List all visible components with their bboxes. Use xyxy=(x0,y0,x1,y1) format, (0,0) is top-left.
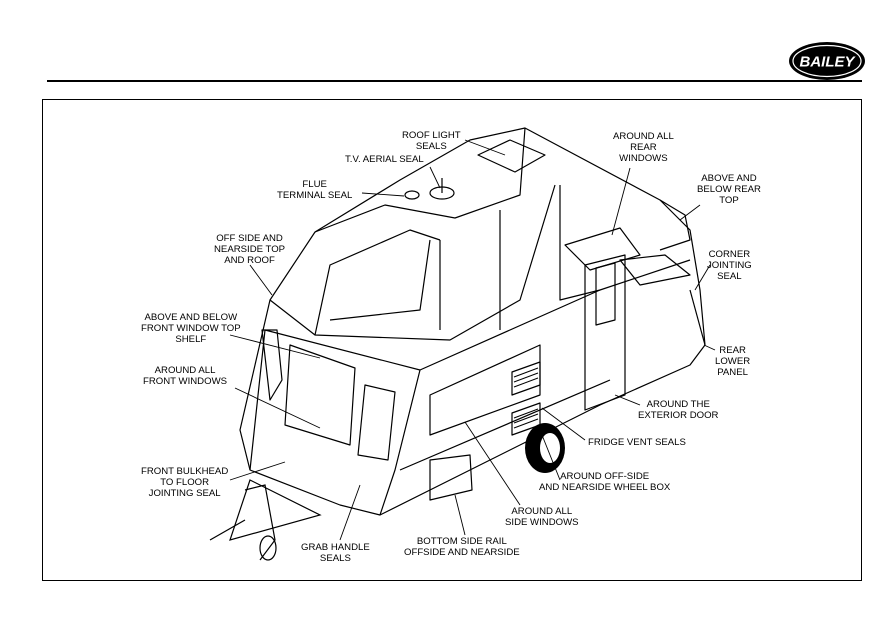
label-fridge-vent-seals: FRIDGE VENT SEALS xyxy=(588,437,686,448)
label-tv-aerial-seal: T.V. AERIAL SEAL xyxy=(345,154,424,165)
label-off-side-roof: OFF SIDE AND NEARSIDE TOP AND ROOF xyxy=(214,233,286,267)
label-wheel-box: AROUND OFF-SIDE AND NEARSIDE WHEEL BOX xyxy=(539,471,671,494)
leader-lines xyxy=(229,139,716,541)
vent-slats xyxy=(513,367,539,429)
label-front-bulkhead: FRONT BULKHEAD TO FLOOR JOINTING SEAL xyxy=(141,466,229,500)
label-above-below-rear-top: ABOVE AND BELOW REAR TOP xyxy=(697,173,761,207)
label-around-front-windows: AROUND ALL FRONT WINDOWS xyxy=(143,365,228,388)
label-grab-handle-seals: GRAB HANDLE SEALS xyxy=(301,542,370,565)
diagram-frame xyxy=(42,99,862,581)
label-rear-lower-panel: REAR LOWER PANEL xyxy=(715,345,751,379)
label-flue-terminal-seal: FLUE TERMINAL SEAL xyxy=(277,179,353,202)
bailey-logo: BAILEY xyxy=(789,42,865,80)
label-bottom-side-rail: BOTTOM SIDE RAIL OFFSIDE AND NEARSIDE xyxy=(404,536,520,559)
header-rule xyxy=(47,80,862,82)
logo-text: BAILEY xyxy=(799,54,856,71)
label-around-rear-windows: AROUND ALL REAR WINDOWS xyxy=(613,131,674,165)
wheel xyxy=(525,423,565,473)
label-around-exterior-door: AROUND THE EXTERIOR DOOR xyxy=(638,399,719,422)
label-front-window-shelf: ABOVE AND BELOW FRONT WINDOW TOP SHELF xyxy=(141,312,241,346)
label-corner-jointing-seal: CORNER JOINTING SEAL xyxy=(707,249,752,283)
label-around-side-windows: AROUND ALL SIDE WINDOWS xyxy=(505,506,579,529)
roof-fittings xyxy=(404,178,455,200)
caravan-outline xyxy=(239,127,706,516)
a-frame-hitch xyxy=(209,479,322,561)
label-roof-light-seals: ROOF LIGHT SEALS xyxy=(402,130,461,153)
